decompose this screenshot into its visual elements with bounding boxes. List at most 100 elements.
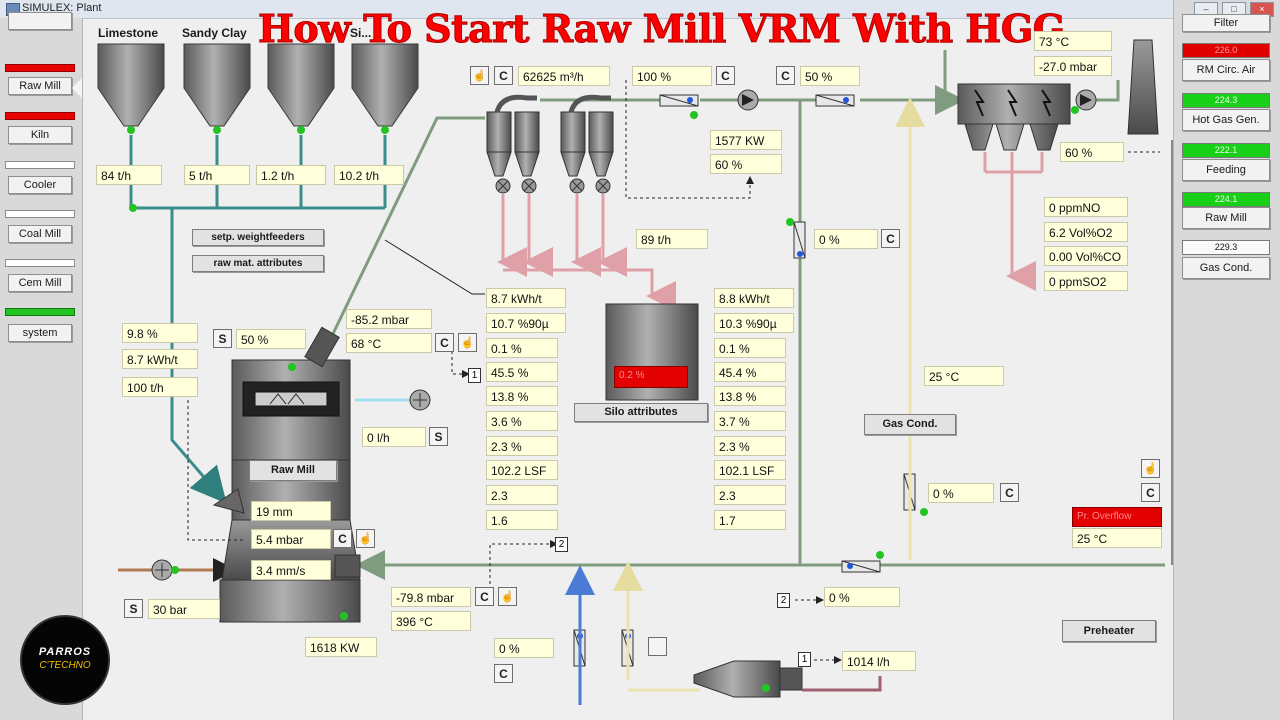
mill-feed-rate[interactable]: 100 t/h: [122, 377, 198, 397]
gas-analyzer-no: 0 ppmNO: [1044, 197, 1128, 217]
outlet-temp-hand-icon[interactable]: ☝: [458, 333, 477, 352]
marker-1-top: 1: [468, 368, 481, 383]
preheater-button[interactable]: Preheater: [1062, 620, 1156, 642]
marker-1-bottom: 1: [798, 652, 811, 667]
water-s-button[interactable]: S: [429, 427, 448, 446]
product-left-sm: 2.3: [486, 485, 558, 505]
outlet-damper-c-button[interactable]: C: [776, 66, 795, 85]
product-left-am: 1.6: [486, 510, 558, 530]
hgg-fresh-air-damper[interactable]: 0 %: [494, 638, 554, 658]
product-right-value-7: 2.3 %: [714, 436, 786, 456]
mill-outlet-damper[interactable]: 50 %: [800, 66, 860, 86]
setp-weightfeeders-button[interactable]: setp. weightfeeders: [192, 229, 324, 246]
nav-filter[interactable]: Filter: [1182, 14, 1270, 32]
hgg-checkbox[interactable]: [648, 637, 667, 656]
nav-cooler[interactable]: Cooler: [8, 176, 72, 194]
feeder-rate-sandy-clay[interactable]: 5 t/h: [184, 165, 250, 185]
gas-cond-damper-c-button[interactable]: C: [1000, 483, 1019, 502]
mill-outlet-temp: 68 °C: [346, 333, 432, 353]
nav-value-gas-cond: 229.3: [1182, 240, 1270, 255]
grinding-pressure-s-button[interactable]: S: [124, 599, 143, 618]
nav-status-cem-mill: [5, 259, 75, 267]
product-right-sm: 2.3: [714, 485, 786, 505]
nav-status-cooler: [5, 161, 75, 169]
electrostatic-filter: [957, 83, 1071, 151]
filter-inlet-temp: 73 °C: [1034, 31, 1112, 51]
silo-feed-rate: 89 t/h: [636, 229, 708, 249]
recirc-damper-c-button[interactable]: C: [881, 229, 900, 248]
hgg-damper-c-button[interactable]: C: [494, 664, 513, 683]
nav-status-raw-mill: [5, 64, 75, 72]
gas-analyzer-co: 0.00 Vol%CO: [1044, 246, 1128, 266]
outlet-temp-c-button[interactable]: C: [435, 333, 454, 352]
fan-inlet-damper[interactable]: 100 %: [632, 66, 712, 86]
filter-fan-speed[interactable]: 60 %: [1060, 142, 1124, 162]
diff-pressure-c-button[interactable]: C: [333, 529, 352, 548]
separator-speed[interactable]: 50 %: [236, 329, 306, 349]
nav-feeding[interactable]: Feeding: [1182, 159, 1270, 181]
mill-fan-power: 1577 KW: [710, 130, 782, 150]
product-right-value-5: 13.8 %: [714, 386, 786, 406]
grinding-pressure[interactable]: 30 bar: [148, 599, 220, 619]
product-left-fineness: 10.7 %90µ: [486, 313, 566, 333]
bypass-damper[interactable]: 0 %: [824, 587, 900, 607]
water-injection-rate[interactable]: 0 l/h: [362, 427, 426, 447]
nav-raw-mill[interactable]: Raw Mill: [8, 77, 72, 95]
gas-cond-button[interactable]: Gas Cond.: [864, 414, 956, 435]
silo-attributes-button[interactable]: Silo attributes: [574, 403, 708, 422]
product-right-value-3: 0.1 %: [714, 338, 786, 358]
nav-coal-mill[interactable]: Coal Mill: [8, 225, 72, 243]
preheater-hand-icon[interactable]: ☝: [1141, 459, 1160, 478]
title-bar: SIMULEX: Plant: [0, 0, 1280, 19]
product-left-value-6: 3.6 %: [486, 411, 558, 431]
feed-moisture: 9.8 %: [122, 323, 198, 343]
nav-value-raw-mill: 224.1: [1182, 192, 1270, 207]
nav-gas-cond[interactable]: Gas Cond.: [1182, 257, 1270, 279]
mill-gas-flow[interactable]: 62625 m³/h: [518, 66, 610, 86]
feeder-rate-limestone[interactable]: 84 t/h: [96, 165, 162, 185]
mill-motor-power: 1618 KW: [305, 637, 377, 657]
gas-flow-hand-icon[interactable]: ☝: [470, 66, 489, 85]
silo-level: 0.2 %: [614, 366, 688, 388]
gas-flow-c-button[interactable]: C: [494, 66, 513, 85]
feeder-rate-3[interactable]: 1.2 t/h: [256, 165, 326, 185]
separator-s-button[interactable]: S: [213, 329, 232, 348]
preheater-c-button[interactable]: C: [1141, 483, 1160, 502]
recirc-damper[interactable]: 0 %: [814, 229, 878, 249]
nav-system[interactable]: system: [8, 324, 72, 342]
inlet-pressure-hand-icon[interactable]: ☝: [498, 587, 517, 606]
nav-top-button[interactable]: [8, 12, 72, 30]
product-left-energy: 8.7 kWh/t: [486, 288, 566, 308]
raw-mill-button[interactable]: Raw Mill: [249, 460, 337, 481]
feeder-rate-4[interactable]: 10.2 t/h: [334, 165, 404, 185]
product-right-am: 1.7: [714, 510, 786, 530]
fan-damper-c-button[interactable]: C: [716, 66, 735, 85]
filter-inlet-pressure: -27.0 mbar: [1034, 56, 1112, 76]
nav-raw-mill-right[interactable]: Raw Mill: [1182, 207, 1270, 229]
marker-2-right: 2: [777, 593, 790, 608]
stack: [1127, 39, 1159, 135]
filter-fan-icon: [1075, 89, 1097, 111]
diff-pressure-hand-icon[interactable]: ☝: [356, 529, 375, 548]
product-right-value-6: 3.7 %: [714, 411, 786, 431]
inlet-pressure-c-button[interactable]: C: [475, 587, 494, 606]
gas-cond-damper[interactable]: 0 %: [928, 483, 994, 503]
mill-inlet-pressure: -79.8 mbar: [391, 587, 471, 607]
preheater-gas-temp: 25 °C: [1072, 528, 1162, 548]
video-title-overlay: How To Start Raw Mill VRM With HGG: [258, 6, 1066, 52]
nav-cem-mill[interactable]: Cem Mill: [8, 274, 72, 292]
raw-mat-attributes-button[interactable]: raw mat. attributes: [192, 255, 324, 272]
hgg-fuel-flow[interactable]: 1014 l/h: [842, 651, 916, 671]
mill-diff-pressure: 5.4 mbar: [251, 529, 331, 549]
nav-value-hot-gas-gen: 224.3: [1182, 93, 1270, 108]
cyclones: [486, 94, 614, 177]
nav-value-feeding: 222.1: [1182, 143, 1270, 158]
product-right-lsf: 102.1 LSF: [714, 460, 786, 480]
feeder-label-3: Si...: [350, 26, 372, 40]
gas-cond-temp: 25 °C: [924, 366, 1004, 386]
nav-rm-circ-air[interactable]: RM Circ. Air: [1182, 59, 1270, 81]
nav-kiln[interactable]: Kiln: [8, 126, 72, 144]
nav-status-coal-mill: [5, 210, 75, 218]
nav-hot-gas-gen[interactable]: Hot Gas Gen.: [1182, 109, 1270, 131]
